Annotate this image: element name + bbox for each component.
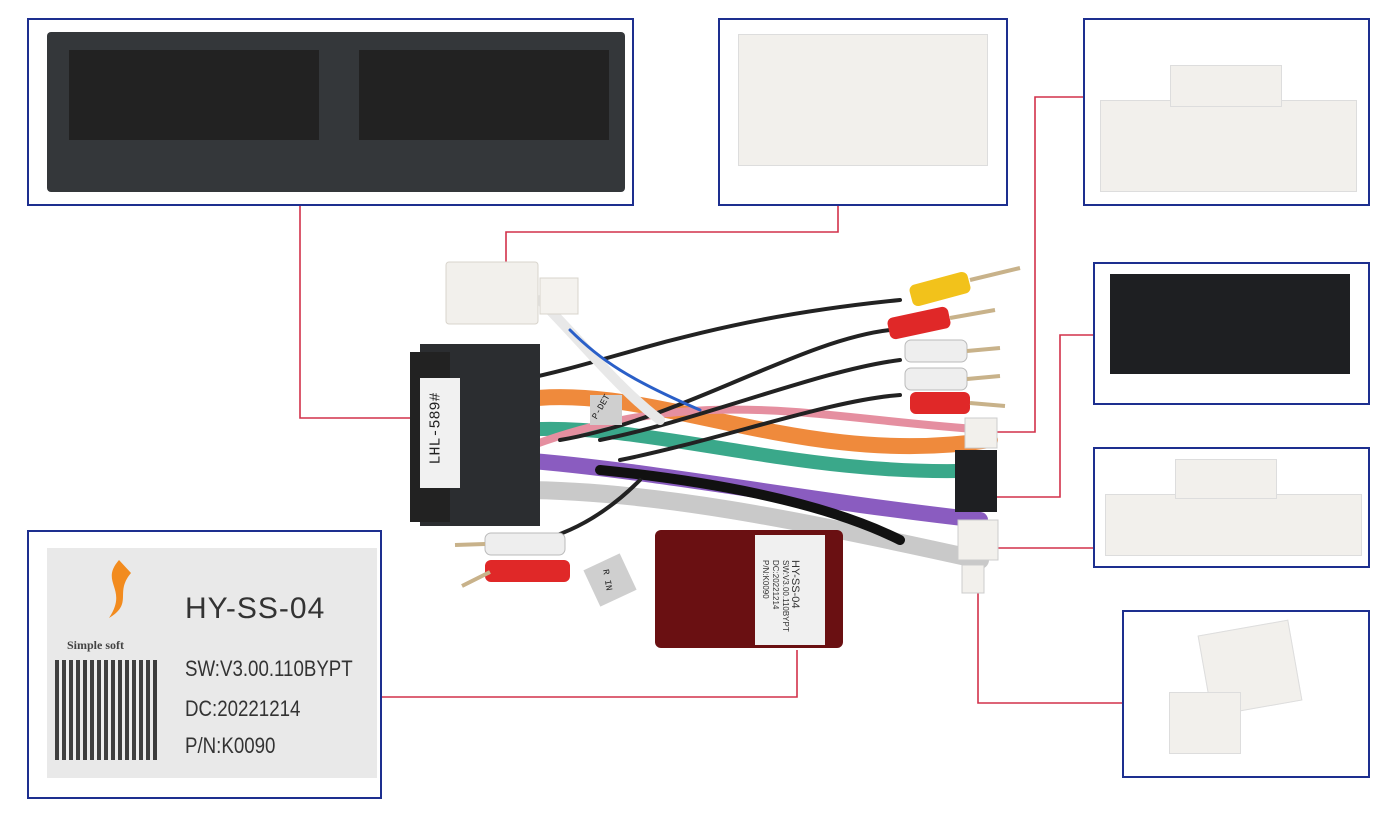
leader-main-connector xyxy=(299,205,420,419)
brand-name: Simple soft xyxy=(67,638,124,652)
module-date-code: DC:20221214 xyxy=(771,560,780,610)
module-model: HY-SS-04 xyxy=(789,560,801,609)
white-connector-top-detail xyxy=(718,18,1008,206)
label-model: HY-SS-04 xyxy=(185,592,326,625)
product-label-detail: Simple soft HY-SS-04 SW:V3.00.110BYPT DC… xyxy=(27,530,382,799)
leader-module xyxy=(381,650,798,698)
black-connector-detail xyxy=(1093,262,1370,405)
small-connector-detail xyxy=(1122,610,1370,778)
module-software: SW:V3.00.110BYPT xyxy=(781,560,790,632)
label-part-number: P/N:K0090 xyxy=(185,733,276,758)
leader-white-connector-right xyxy=(985,96,1083,433)
product-label: Simple soft HY-SS-04 SW:V3.00.110BYPT DC… xyxy=(47,548,377,778)
module-part-number: P/N:K0090 xyxy=(761,560,770,599)
leader-black-connector xyxy=(995,334,1093,498)
main-connector-detail xyxy=(27,18,634,206)
white-16pin-connector-detail xyxy=(1093,447,1370,568)
label-software: SW:V3.00.110BYPT xyxy=(185,656,353,681)
label-date-code: DC:20221214 xyxy=(185,696,301,721)
connector-tag: LHL-589# xyxy=(427,392,445,465)
qr-code xyxy=(55,660,160,760)
leader-small-connector xyxy=(977,590,1122,704)
flame-logo-icon xyxy=(109,560,131,618)
module-label: HY-SS-04 SW:V3.00.110BYPT DC:20221214 P/… xyxy=(740,560,801,660)
white-connector-right-detail xyxy=(1083,18,1370,206)
leader-white-connector-top xyxy=(505,205,839,270)
